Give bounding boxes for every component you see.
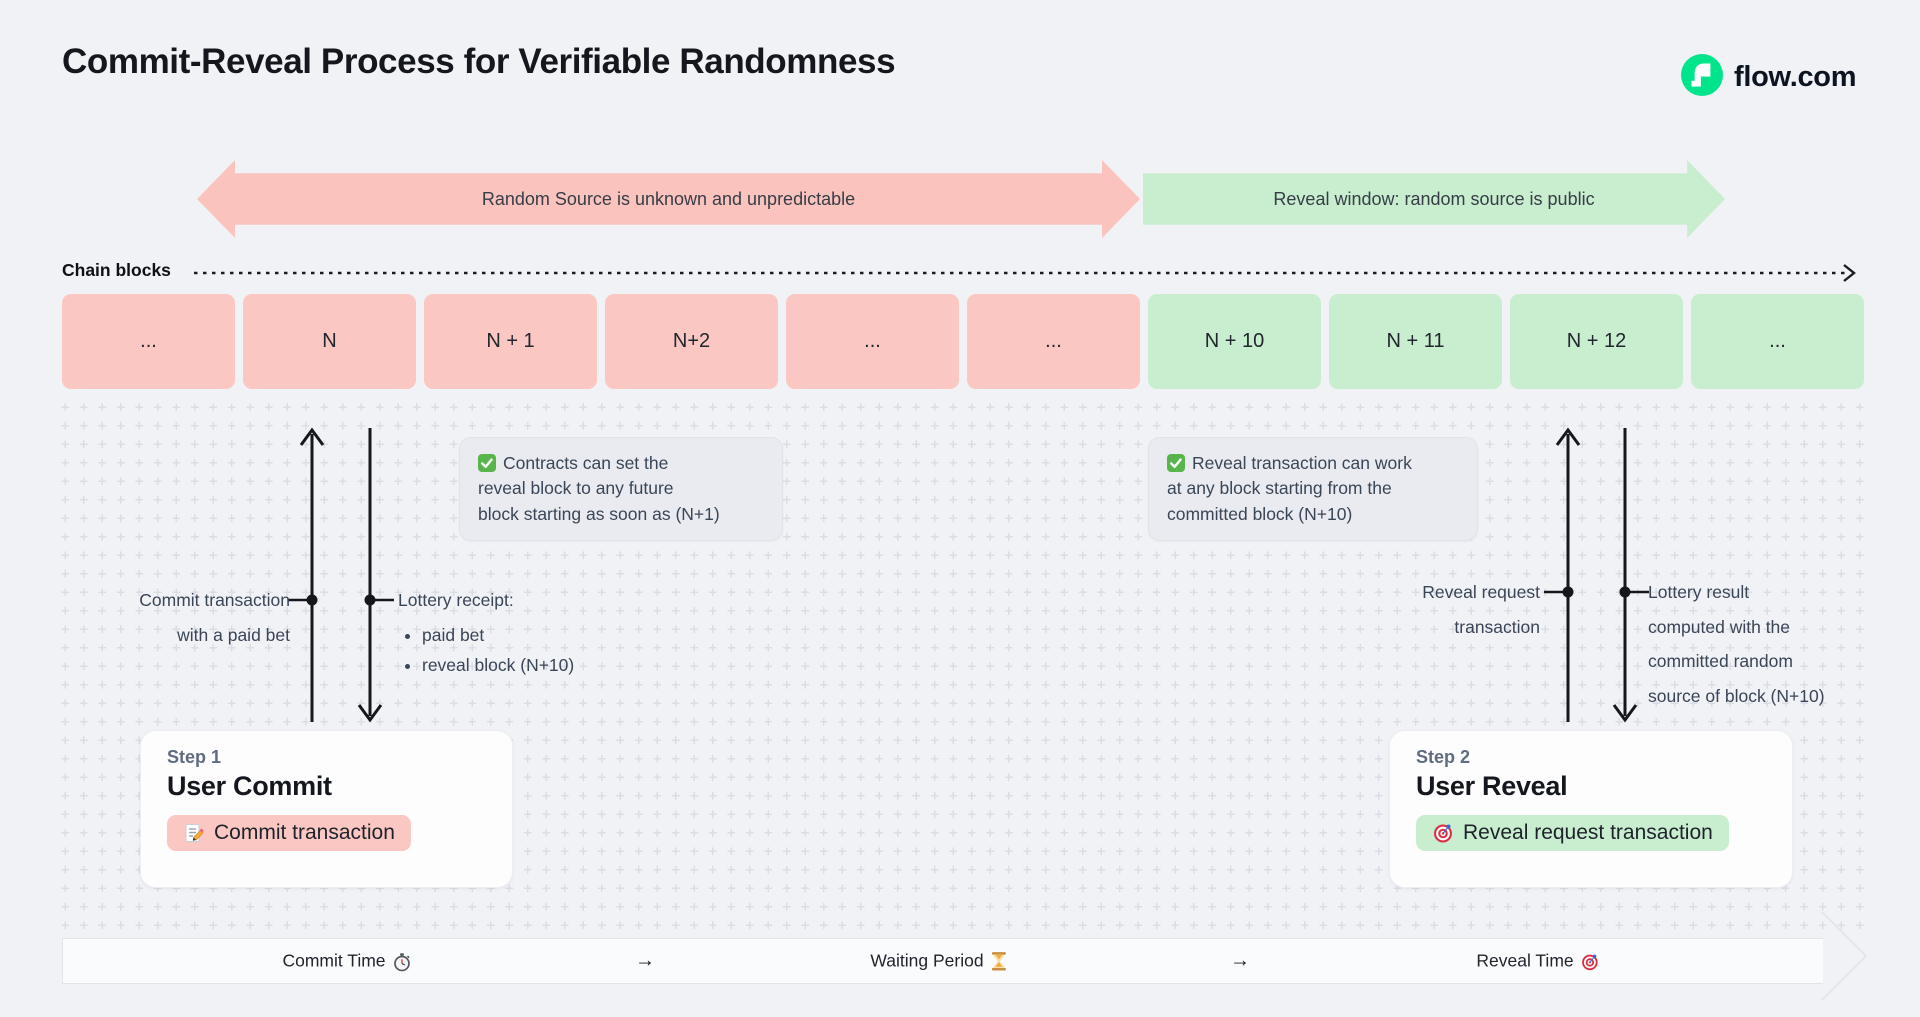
chain-block: ... [786, 294, 959, 389]
timeline-waiting-period: Waiting Period [870, 950, 1007, 971]
note-line: at any block starting from the [1167, 478, 1392, 499]
note-line: committed block (N+10) [1167, 503, 1353, 524]
hourglass-icon [991, 950, 1008, 971]
lottery-result-label: Lottery result computed with the committ… [1648, 582, 1825, 706]
flow-logo-icon [1681, 54, 1723, 101]
chain-block: N + 12 [1510, 294, 1683, 389]
brand: flow.com [1681, 54, 1857, 101]
step-1-card: Step 1 User Commit Commit transaction [140, 730, 513, 888]
chain-block: ... [1691, 294, 1864, 389]
chain-block: ... [62, 294, 235, 389]
note-line: reveal block to any future [478, 478, 674, 499]
step-label: Step 1 [167, 747, 222, 767]
pill-label: Commit transaction [214, 821, 395, 844]
chain-block: N [243, 294, 416, 389]
timeline-arrow-tip [1821, 911, 1868, 1001]
step-label: Step 2 [1416, 747, 1471, 767]
reveal-window-label: Reveal window: random source is public [1273, 188, 1595, 209]
check-icon [1167, 454, 1185, 472]
note-reveal-window: Reveal transaction can work at any block… [1148, 437, 1478, 542]
reveal-window-arrow: Reveal window: random source is public [1143, 160, 1725, 238]
step-2-card: Step 2 User Reveal Reveal request transa… [1389, 730, 1793, 888]
chain-block: ... [967, 294, 1140, 389]
commit-arrow-up [288, 427, 325, 722]
commit-transaction-pill: Commit transaction [167, 815, 411, 851]
receipt-arrow-down [357, 428, 394, 723]
check-icon [478, 454, 496, 472]
pill-label: Reveal request transaction [1463, 821, 1713, 844]
chain-timeline-dotted-line [194, 264, 1856, 282]
unknown-phase-label: Random Source is unknown and unpredictab… [481, 188, 856, 209]
receipt-bullet: paid bet [422, 620, 574, 650]
timeline-bar [62, 938, 1823, 984]
step-title: User Reveal [1416, 771, 1568, 801]
brand-name: flow.com [1734, 61, 1857, 93]
memo-icon [183, 821, 205, 845]
result-arrow-down [1612, 428, 1649, 723]
timeline-commit-time: Commit Time [282, 951, 411, 972]
lottery-receipt-label: Lottery receipt: paid bet reveal block (… [398, 583, 574, 680]
lottery-receipt-list: paid bet reveal block (N+10) [398, 620, 574, 680]
commit-transaction-label: Commit transaction with a paid bet [139, 590, 290, 645]
unknown-phase-arrow: Random Source is unknown and unpredictab… [197, 160, 1140, 238]
timeline-arrow-1: → [635, 949, 655, 972]
note-line: Reveal transaction can work [1192, 453, 1412, 473]
page-title: Commit-Reveal Process for Verifiable Ran… [62, 42, 896, 81]
chain-block: N+2 [605, 294, 778, 389]
receipt-bullet: reveal block (N+10) [422, 650, 574, 680]
chain-block: N + 1 [424, 294, 597, 389]
target-icon [1432, 821, 1454, 845]
chain-block: N + 11 [1329, 294, 1502, 389]
note-line: block starting as soon as (N+1) [478, 503, 720, 524]
stopwatch-icon [393, 951, 412, 972]
chain-block: N + 10 [1148, 294, 1321, 389]
target-icon [1581, 951, 1600, 972]
step-title: User Commit [167, 771, 332, 801]
reveal-request-pill: Reveal request transaction [1416, 815, 1729, 851]
note-line: Contracts can set the [503, 453, 669, 473]
timeline-reveal-time: Reveal Time [1476, 951, 1599, 972]
reveal-request-label: Reveal request transaction [1422, 582, 1540, 637]
timeline-arrow-2: → [1230, 949, 1250, 972]
note-commit-window: Contracts can set the reveal block to an… [459, 437, 783, 542]
chain-blocks-label: Chain blocks [62, 260, 171, 280]
reveal-arrow-up [1544, 427, 1581, 722]
